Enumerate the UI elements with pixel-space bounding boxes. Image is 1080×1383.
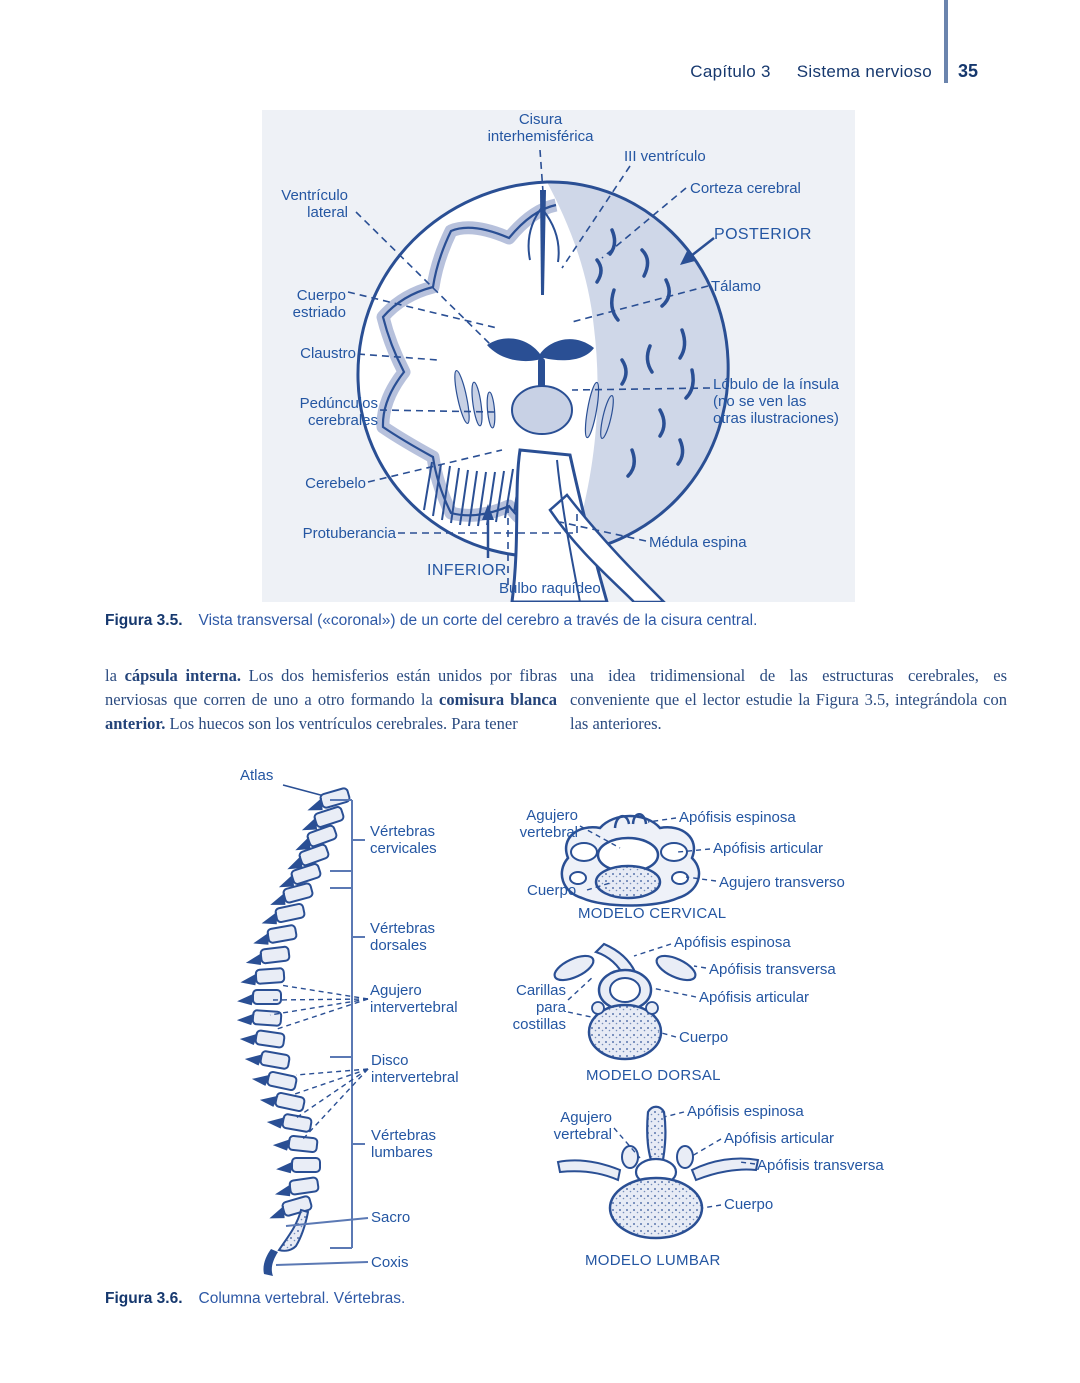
dorsal-vertebra-illustration [553,942,707,1061]
spine-column-illustration [236,784,351,1276]
body-text-right-column: una idea tridimensional de las estructur… [570,666,1007,733]
label-lumbar-apofisis-transversa: Apófisis transversa [757,1157,884,1174]
label-cisura-interhemisferica: Cisura interhemisférica [487,111,594,145]
label-sacro: Sacro [371,1209,411,1226]
body-text-left-column: la cápsula interna. Los dos hemisferios … [105,666,557,733]
figure-3-5-caption: Figura 3.5. Vista transversal («coronal»)… [105,612,925,630]
label-atlas: Atlas [240,767,274,784]
label-lumbar-apofisis-articular: Apófisis articular [724,1130,835,1147]
title-modelo-dorsal: MODELO DORSAL [586,1067,721,1084]
title-modelo-cervical: MODELO CERVICAL [578,905,727,922]
figure-3-6-caption-text: Columna vertebral. Vértebras. [198,1290,406,1307]
label-bulbo-raquideo: Bulbo raquídeo [499,580,601,597]
label-vertebras-lumbares: Vértebras lumbares [371,1127,437,1161]
label-lumbar-cuerpo: Cuerpo [724,1196,774,1213]
label-talamo: Tálamo [711,278,762,295]
label-corteza-cerebral: Corteza cerebral [690,180,801,197]
section-label: Sistema nervioso [796,62,932,81]
label-cervical-agujero-vertebral: Agujero vertebral [519,807,578,841]
label-cervical-cuerpo: Cuerpo [527,882,577,899]
label-dorsal-cuerpo: Cuerpo [679,1029,729,1046]
brain-illustration [347,149,730,602]
cervical-vertebra-illustration [560,813,717,907]
label-lumbar-apofisis-espinosa: Apófisis espinosa [687,1103,804,1120]
cortex-squiggles [595,228,695,478]
label-inferior: INFERIOR [427,562,507,579]
label-vertebras-dorsales: Vértebras dorsales [370,920,436,954]
label-vertebras-cervicales: Vértebras cervicales [370,823,437,857]
figure-3-5-panel [262,110,855,602]
label-cerebelo: Cerebelo [305,475,366,492]
spine-and-vertebrae-illustration [236,784,760,1276]
label-dorsal-apofisis-espinosa: Apófisis espinosa [674,934,791,951]
spine-bracket [330,799,365,1249]
posterior-arrow-icon [680,237,715,265]
label-protuberancia: Protuberancia [302,525,396,542]
label-posterior: POSTERIOR [714,226,812,243]
label-dorsal-carillas: Carillas para costillas [512,982,566,1033]
label-cervical-apofisis-articular: Apófisis articular [713,840,824,857]
label-lobulo-insula: Lóbulo de la ínsula (no se ven las otras… [713,376,839,427]
label-ventriculo-lateral: Ventrículo lateral [281,187,348,221]
label-lumbar-agujero-vertebral: Agujero vertebral [553,1109,612,1143]
title-modelo-lumbar: MODELO LUMBAR [585,1252,721,1269]
label-iii-ventriculo: III ventrículo [624,148,706,165]
page-number: 35 [958,61,979,81]
label-pedunculos-cerebrales: Pedúnculos cerebrales [299,395,378,429]
header-accent-bar [944,0,948,83]
label-cervical-agujero-transverso: Agujero transverso [719,874,845,891]
label-dorsal-apofisis-transversa: Apófisis transversa [709,961,836,978]
chapter-label: Capítulo 3 [690,62,771,81]
label-claustro: Claustro [300,345,356,362]
figure-3-5-caption-text: Vista transversal («coronal») de un cort… [198,612,758,629]
label-dorsal-apofisis-articular: Apófisis articular [699,989,810,1006]
inferior-arrow-icon [482,504,494,558]
label-cuerpo-estriado: Cuerpo estriado [292,287,346,321]
label-cervical-apofisis-espinosa: Apófisis espinosa [679,809,796,826]
running-header: Capítulo 3 Sistema nervioso [690,62,932,82]
figure-3-6-caption: Figura 3.6. Columna vertebral. Vértebras. [105,1290,805,1308]
label-agujero-intervertebral: Agujero intervertebral [370,982,458,1016]
label-disco-intervertebral: Disco intervertebral [371,1052,459,1086]
figure-3-5-caption-label: Figura 3.5. [105,612,183,629]
lumbar-vertebra-illustration [556,1105,760,1240]
label-medula-espina: Médula espina [649,534,747,551]
figure-3-6-caption-label: Figura 3.6. [105,1290,183,1307]
label-coxis: Coxis [371,1254,409,1271]
spine-dashed-leaders [269,984,369,1141]
